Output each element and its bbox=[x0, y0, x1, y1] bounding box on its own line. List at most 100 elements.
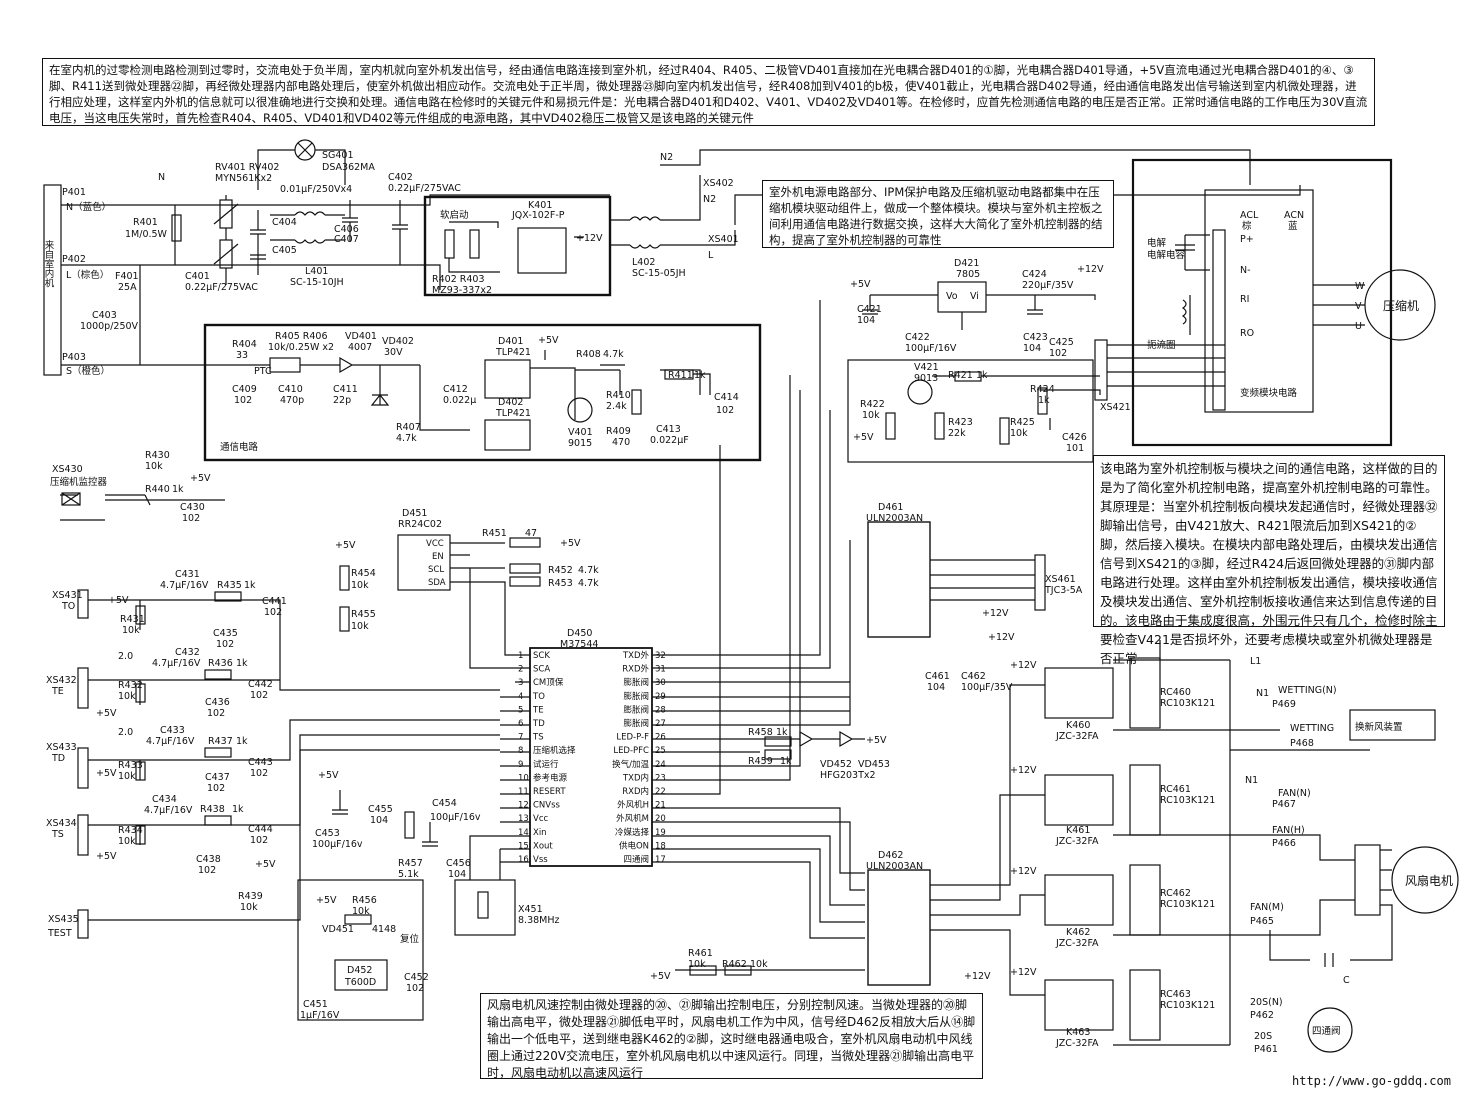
c403-label: C403 bbox=[92, 310, 117, 321]
r459-value: 1k bbox=[780, 756, 792, 767]
d461-12v-a: +12V bbox=[982, 608, 1009, 619]
l-wire-label: L（棕色） bbox=[66, 269, 109, 281]
r424-value: 1k bbox=[1038, 395, 1050, 406]
c431-value: 4.7μF/16V bbox=[160, 580, 209, 591]
r457-label: R457 bbox=[398, 858, 423, 869]
r439-value: 10k bbox=[240, 902, 258, 913]
source-url: http://www.go-gddq.com bbox=[1292, 1074, 1451, 1088]
v421-value: 9013 bbox=[914, 373, 938, 384]
mcu-pin-label: TXD内 bbox=[622, 772, 649, 783]
note-module-comm: 该电路为室外机控制板与模块之间的通信电路，这样做的目的是为了简化室外机控制电路，… bbox=[1093, 455, 1445, 666]
c406-label: C406 bbox=[334, 224, 359, 235]
n2-label-b: N2 bbox=[660, 152, 673, 163]
crystal-x451 bbox=[477, 891, 489, 919]
mcu-pin-number: 30 bbox=[655, 678, 666, 688]
rc461-value: RC103K121 bbox=[1160, 795, 1215, 806]
xs461-value: TJC3-5A bbox=[1044, 585, 1083, 596]
xs430-desc: 压缩机监控器 bbox=[50, 476, 108, 488]
r452-value: 4.7k bbox=[578, 565, 599, 576]
d421-label: D421 bbox=[954, 258, 979, 269]
connector-xs435 bbox=[77, 909, 89, 939]
mcu-pin-label: LED-PFC bbox=[613, 746, 649, 756]
mcu-pin-number: 32 bbox=[655, 651, 666, 661]
xs433-2v: 2.0 bbox=[118, 727, 133, 738]
fan-motor bbox=[1391, 846, 1459, 914]
driver-d461 bbox=[867, 521, 931, 638]
resistor-r401 bbox=[171, 214, 182, 242]
c442-label: C442 bbox=[248, 679, 273, 690]
r434-value: 10k bbox=[118, 836, 136, 847]
c454-label: C454 bbox=[432, 798, 457, 809]
r433-label: R433 bbox=[118, 760, 143, 771]
fan-motor-label: 风扇电机 bbox=[1405, 873, 1453, 888]
mcu-pin-number: 21 bbox=[655, 801, 666, 811]
c462-label: C462 bbox=[961, 671, 986, 682]
c462-value: 100μF/35V bbox=[961, 682, 1013, 693]
mcu-pin-number: 22 bbox=[655, 787, 666, 797]
mcu-pin-label: RESERT bbox=[533, 787, 566, 797]
c409-label: C409 bbox=[232, 384, 257, 395]
r423-value: 22k bbox=[948, 428, 966, 439]
r405-label: R405 R406 bbox=[275, 331, 328, 342]
v401-label: V401 bbox=[568, 427, 593, 438]
mcu-pin-number: 15 bbox=[518, 841, 529, 851]
mcu-pin-label: SCK bbox=[533, 651, 550, 661]
mcu-pin-label: 四通阀 bbox=[623, 854, 649, 865]
r422-5v: +5V bbox=[853, 432, 874, 443]
d401-value: TLP421 bbox=[495, 347, 531, 358]
u-label: U bbox=[1355, 321, 1362, 332]
mcu-d450 bbox=[529, 647, 653, 867]
mcu-pin-label: 供电ON bbox=[619, 840, 649, 851]
mcu-pin-label: TO bbox=[532, 692, 545, 702]
r434-label: R434 bbox=[118, 825, 143, 836]
mcu-pin-label: 膨胀阀 bbox=[623, 718, 649, 729]
k463-model: JZC-32FA bbox=[1055, 1038, 1099, 1049]
r453-label: R453 bbox=[548, 578, 573, 589]
p461-label: P461 bbox=[1254, 1044, 1278, 1055]
xs402-label: XS402 bbox=[703, 178, 734, 189]
rc-snubber-rc463 bbox=[1129, 969, 1161, 1041]
p401-label: P401 bbox=[62, 187, 86, 198]
r451-label: R451 bbox=[482, 528, 507, 539]
d451-value: RR24C02 bbox=[398, 519, 442, 530]
mcu-pin-label: CNVss bbox=[533, 801, 561, 811]
c456-label: C456 bbox=[446, 858, 471, 869]
c422-label: C422 bbox=[905, 332, 930, 343]
r423-label: R423 bbox=[948, 417, 973, 428]
mcu-pin-label: Xout bbox=[533, 841, 553, 851]
d401-label: D401 bbox=[498, 336, 523, 347]
c404-label: C404 bbox=[272, 217, 297, 228]
d462-value: ULN2003AN bbox=[866, 861, 923, 872]
mcu-model: M37544 bbox=[560, 639, 598, 650]
v-label: V bbox=[1355, 301, 1362, 312]
connector-xs433 bbox=[77, 747, 89, 789]
p467-label: P467 bbox=[1272, 799, 1296, 810]
v421-label: V421 bbox=[914, 362, 939, 373]
c430-value: 102 bbox=[182, 513, 200, 524]
input-label: 来自室内机 bbox=[43, 240, 55, 288]
r425-value: 10k bbox=[1010, 428, 1028, 439]
r440-label: R440 bbox=[145, 484, 170, 495]
r437-value: 1k bbox=[236, 736, 248, 747]
connector-xs431 bbox=[77, 589, 89, 619]
c431-label: C431 bbox=[175, 569, 200, 580]
r410-value: 2.4k bbox=[606, 401, 627, 412]
vd401-label: VD401 bbox=[345, 331, 377, 342]
rc463-label: RC463 bbox=[1160, 989, 1191, 1000]
r461-label: R461 bbox=[688, 948, 713, 959]
fan-h-label: FAN(H) bbox=[1272, 825, 1305, 836]
r411-label: R411 bbox=[668, 370, 693, 381]
r422-label: R422 bbox=[860, 399, 885, 410]
r430-5v: +5V bbox=[190, 473, 211, 484]
xs430-label: XS430 bbox=[52, 464, 83, 475]
mcu-pin-number: 7 bbox=[518, 733, 523, 743]
r407-label: R407 bbox=[396, 422, 421, 433]
mcu-pin-label: 参考电源 bbox=[533, 772, 568, 783]
k460-12v: +12V bbox=[1010, 660, 1037, 671]
vd452-label: VD452 bbox=[820, 759, 852, 770]
mcu-pin-label: 膨胀阀 bbox=[623, 704, 649, 715]
xs461-label: XS461 bbox=[1045, 574, 1076, 585]
diode-vd401 bbox=[339, 356, 354, 374]
p466-label: P466 bbox=[1272, 838, 1296, 849]
inverter-module bbox=[1131, 158, 1393, 447]
